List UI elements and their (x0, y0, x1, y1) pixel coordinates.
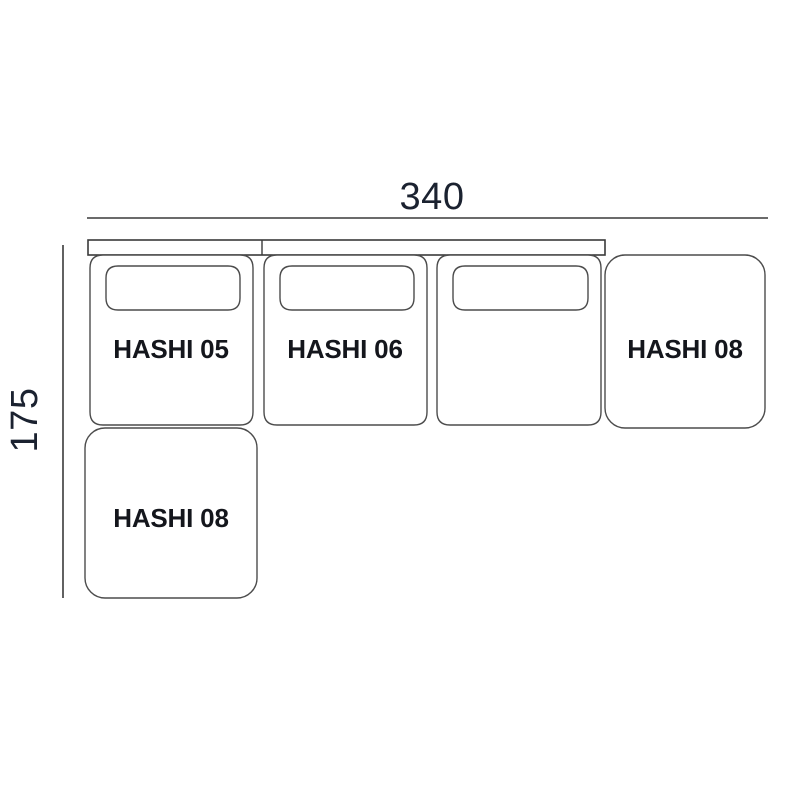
module-hashi-05-label: HASHI 05 (113, 334, 228, 364)
module-hashi-05-backrest-cushion (105, 265, 241, 311)
module-hashi-08-bottom-label: HASHI 08 (113, 503, 228, 533)
width-dimension-group: 340 (87, 176, 768, 219)
backrest-rail-group (87, 239, 606, 256)
depth-dimension-group: 175 (4, 245, 64, 598)
module-hashi-08-right[interactable]: HASHI 08 (604, 254, 766, 429)
module-seat-unlabeled[interactable] (436, 254, 602, 426)
width-dimension-label: 340 (400, 176, 465, 218)
module-hashi-08-right-outline (604, 254, 766, 429)
module-hashi-08-right-label: HASHI 08 (627, 334, 742, 364)
module-hashi-06-label: HASHI 06 (287, 334, 402, 364)
depth-dimension-label: 175 (4, 388, 46, 453)
module-seat-unlabeled-backrest-cushion (452, 265, 589, 311)
module-hashi-06-backrest-cushion (279, 265, 415, 311)
module-hashi-05[interactable]: HASHI 05 (89, 254, 254, 426)
module-hashi-08-bottom[interactable]: HASHI 08 (84, 427, 258, 599)
module-hashi-08-bottom-outline (84, 427, 258, 599)
backrest-rail (87, 239, 606, 256)
module-hashi-06[interactable]: HASHI 06 (263, 254, 428, 426)
